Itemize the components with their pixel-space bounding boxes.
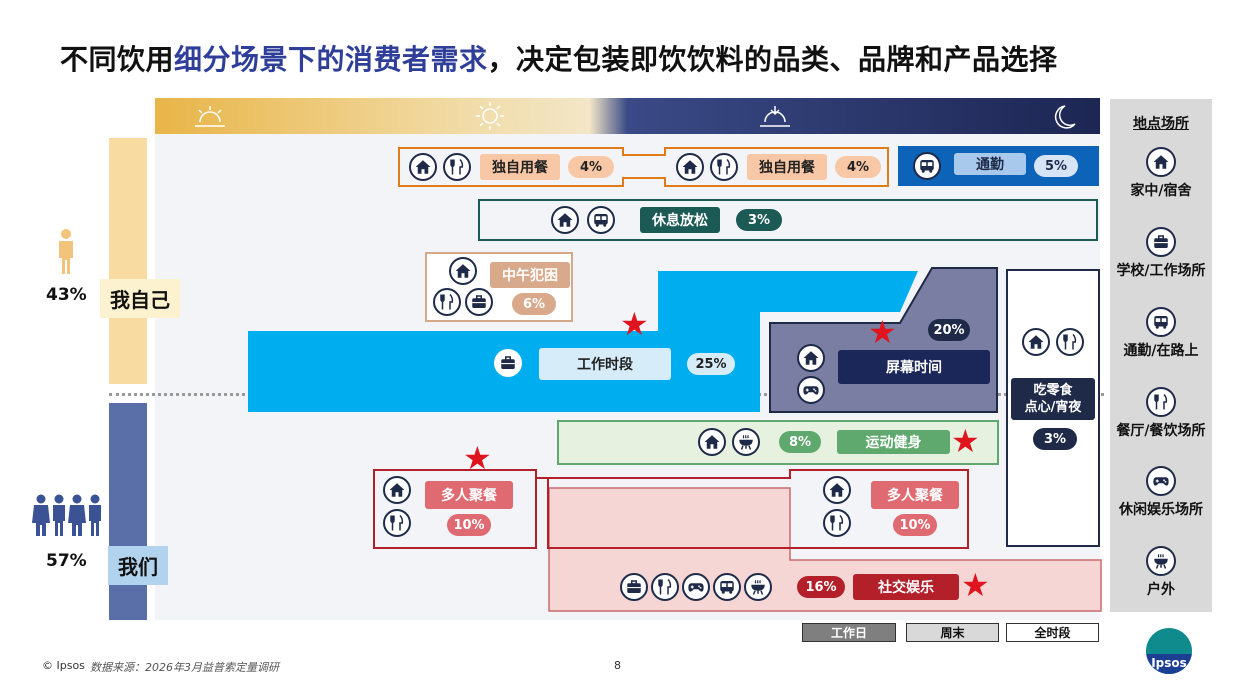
person-icon bbox=[59, 229, 73, 274]
location-item-work: 学校/工作场所 bbox=[1110, 227, 1212, 280]
scene-label-group-meal: 多人聚餐 bbox=[871, 481, 959, 509]
scene-label-screen: 屏幕时间 bbox=[838, 350, 990, 384]
scene-pct-sport: 8% bbox=[779, 431, 821, 453]
page-title: 不同饮用细分场景下的消费者需求，决定包装即饮饮料的品类、品牌和产品选择 bbox=[60, 43, 1058, 76]
home-icon bbox=[551, 206, 579, 234]
briefcase-icon bbox=[1146, 227, 1176, 257]
grill-icon bbox=[732, 428, 760, 456]
home-icon bbox=[823, 476, 851, 504]
scene-label-social: 社交娱乐 bbox=[853, 574, 959, 600]
bus-icon bbox=[713, 573, 741, 601]
utensils-icon bbox=[651, 573, 679, 601]
scene-label-relax: 休息放松 bbox=[640, 207, 720, 233]
bus-icon bbox=[913, 152, 941, 180]
scene-pct-dine-alone: 4% bbox=[835, 156, 881, 178]
utensils-icon bbox=[1146, 387, 1176, 417]
location-legend: 地点场所 家中/宿舍 学校/工作场所 通勤/在路上 餐厅/餐饮场所 休闲娱乐场所… bbox=[1110, 99, 1212, 612]
gamepad-icon bbox=[682, 573, 710, 601]
self-percent: 43% bbox=[46, 285, 87, 305]
scene-pct-social: 16% bbox=[797, 576, 845, 598]
bus-icon bbox=[1146, 307, 1176, 337]
home-icon bbox=[1146, 147, 1176, 177]
scene-label-commute: 通勤 bbox=[954, 153, 1026, 175]
scene-pct-group-meal: 10% bbox=[447, 514, 491, 536]
home-icon bbox=[383, 476, 411, 504]
scene-pct-snack: 3% bbox=[1033, 428, 1077, 450]
scene-pct-screen: 20% bbox=[928, 319, 970, 341]
sunrise-icon bbox=[195, 106, 225, 127]
gamepad-icon bbox=[1146, 466, 1176, 496]
legend-allday: 全时段 bbox=[1006, 623, 1099, 642]
location-legend-title: 地点场所 bbox=[1133, 116, 1189, 132]
scene-pct-nap: 6% bbox=[512, 293, 556, 315]
star-icon: ★ bbox=[951, 422, 980, 460]
page-number: 8 bbox=[614, 659, 621, 672]
utensils-icon bbox=[443, 153, 471, 181]
home-icon bbox=[409, 153, 437, 181]
scene-pct-commute: 5% bbox=[1034, 155, 1078, 177]
home-icon bbox=[1022, 328, 1050, 356]
scene-label-dine-alone: 独自用餐 bbox=[480, 154, 560, 180]
self-label: 我自己 bbox=[100, 279, 180, 318]
utensils-icon bbox=[823, 509, 851, 537]
briefcase-icon bbox=[465, 288, 493, 316]
grill-icon bbox=[744, 573, 772, 601]
scene-pct-group-meal: 10% bbox=[893, 514, 937, 536]
sun-icon bbox=[476, 102, 504, 130]
scene-label-nap: 中午犯困 bbox=[490, 262, 570, 288]
home-icon bbox=[698, 428, 726, 456]
location-item-home: 家中/宿舍 bbox=[1110, 147, 1212, 200]
scene-pct-work: 25% bbox=[687, 353, 735, 375]
star-icon: ★ bbox=[961, 566, 990, 604]
home-icon bbox=[797, 344, 825, 372]
briefcase-icon bbox=[620, 573, 648, 601]
ipsos-logo: Ipsos bbox=[1146, 628, 1192, 674]
moon-icon bbox=[1054, 105, 1076, 129]
star-icon: ★ bbox=[868, 313, 897, 351]
copyright: © Ipsos bbox=[42, 659, 85, 672]
location-item-restaurant: 餐厅/餐饮场所 bbox=[1110, 387, 1212, 440]
legend-workday: 工作日 bbox=[802, 623, 896, 642]
scene-label-dine-alone: 独自用餐 bbox=[747, 154, 827, 180]
scene-label-group-meal: 多人聚餐 bbox=[425, 481, 513, 509]
briefcase-icon bbox=[494, 349, 522, 377]
home-icon bbox=[449, 257, 477, 285]
data-source: 数据来源：2026年3月益普索定量调研 bbox=[90, 661, 279, 674]
bus-icon bbox=[587, 206, 615, 234]
scene-label-work: 工作时段 bbox=[539, 348, 671, 380]
legend-weekend: 周末 bbox=[906, 623, 999, 642]
utensils-icon bbox=[383, 509, 411, 537]
location-item-outdoor: 户外 bbox=[1110, 546, 1212, 599]
home-icon bbox=[676, 153, 704, 181]
utensils-icon bbox=[1056, 328, 1084, 356]
utensils-icon bbox=[710, 153, 738, 181]
gamepad-icon bbox=[797, 376, 825, 404]
scene-label-snack: 吃零食 点心/宵夜 bbox=[1011, 378, 1095, 420]
we-percent: 57% bbox=[46, 551, 87, 571]
we-label: 我们 bbox=[108, 546, 168, 585]
scene-label-sport: 运动健身 bbox=[837, 430, 950, 454]
location-item-leisure: 休闲娱乐场所 bbox=[1110, 466, 1212, 519]
sunset-icon bbox=[760, 106, 790, 127]
scene-pct-relax: 3% bbox=[736, 209, 782, 231]
star-icon: ★ bbox=[463, 439, 492, 477]
people-group-icon bbox=[32, 494, 101, 536]
star-icon: ★ bbox=[620, 305, 649, 343]
grill-icon bbox=[1146, 546, 1176, 576]
scene-pct-dine-alone: 4% bbox=[568, 156, 614, 178]
time-of-day-strip bbox=[155, 98, 1100, 134]
location-item-commute: 通勤/在路上 bbox=[1110, 307, 1212, 360]
utensils-icon bbox=[433, 288, 461, 316]
self-bar bbox=[109, 138, 147, 384]
